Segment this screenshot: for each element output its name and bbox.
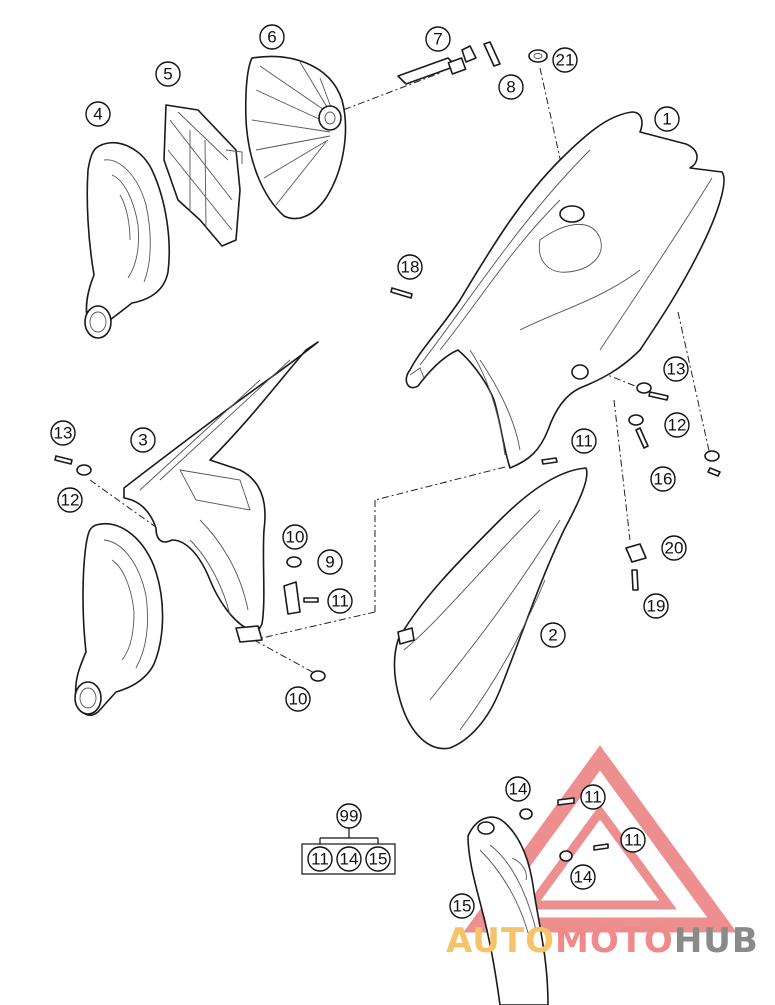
callout-12-right: 12 bbox=[664, 412, 690, 438]
callout-label: 21 bbox=[556, 51, 575, 70]
callout-label: 19 bbox=[647, 597, 666, 616]
callout-label: 2 bbox=[548, 626, 557, 645]
callout-label: 4 bbox=[93, 105, 102, 124]
callout-11-guard-lower: 11 bbox=[620, 827, 646, 853]
callout-20: 20 bbox=[661, 535, 687, 561]
callout-label: 15 bbox=[453, 897, 472, 916]
callout-14-upper: 14 bbox=[505, 776, 531, 802]
callout-label: 14 bbox=[574, 868, 593, 887]
callout-label: 10 bbox=[289, 690, 308, 709]
callout-11-airbox: 11 bbox=[327, 588, 353, 614]
callout-10-upper: 10 bbox=[282, 524, 308, 550]
side-panel bbox=[393, 467, 588, 750]
callout-8: 8 bbox=[498, 74, 524, 100]
callout-label: 15 bbox=[369, 850, 388, 869]
filter-cover bbox=[244, 55, 347, 220]
callout-label: 10 bbox=[286, 528, 305, 547]
callout-label: 13 bbox=[54, 424, 73, 443]
callout-label: 11 bbox=[624, 831, 642, 850]
callout-label: 8 bbox=[506, 78, 515, 97]
kit-item-1: 11 bbox=[307, 846, 333, 872]
callout-18: 18 bbox=[397, 254, 423, 280]
airbox bbox=[123, 341, 319, 643]
callout-13-right: 13 bbox=[663, 356, 689, 382]
callout-label: 18 bbox=[401, 258, 420, 277]
callout-label: 11 bbox=[584, 788, 602, 807]
callout-15: 15 bbox=[449, 893, 475, 919]
callout-7: 7 bbox=[425, 26, 451, 52]
callout-label: 11 bbox=[331, 592, 349, 611]
fuel-tank bbox=[405, 111, 725, 469]
callout-5: 5 bbox=[155, 61, 181, 87]
callout-label: 20 bbox=[665, 539, 684, 558]
callout-21: 21 bbox=[552, 47, 578, 73]
callout-label: 6 bbox=[267, 28, 276, 47]
callout-13-left: 13 bbox=[50, 420, 76, 446]
callout-label: 12 bbox=[668, 416, 687, 435]
side-guard bbox=[467, 816, 549, 1005]
callout-label: 11 bbox=[575, 432, 593, 451]
watermark-auto: AUTO bbox=[446, 921, 555, 961]
callout-label: 12 bbox=[61, 491, 80, 510]
air-filter-top bbox=[84, 142, 171, 339]
callout-12-left: 12 bbox=[57, 487, 83, 513]
callout-label: 5 bbox=[163, 65, 172, 84]
callout-1: 1 bbox=[654, 106, 680, 132]
callout-4: 4 bbox=[85, 101, 111, 127]
callout-6: 6 bbox=[259, 24, 285, 50]
watermark-moto: MOTO bbox=[555, 921, 674, 961]
filter-cage bbox=[163, 104, 243, 247]
callout-2: 2 bbox=[540, 622, 566, 648]
callout-14-lower: 14 bbox=[570, 864, 596, 890]
kit-item-2: 14 bbox=[336, 846, 362, 872]
callout-label: 14 bbox=[340, 850, 359, 869]
tank-grommet bbox=[528, 49, 548, 63]
callout-label: 13 bbox=[667, 360, 686, 379]
callout-9: 9 bbox=[317, 549, 343, 575]
kit-99-group: 99 11 14 15 bbox=[301, 803, 396, 875]
callout-label: 3 bbox=[138, 431, 147, 450]
callout-label: 1 bbox=[662, 110, 671, 129]
air-filter-lower bbox=[74, 522, 164, 716]
callout-label: 99 bbox=[340, 807, 359, 826]
callout-label: 9 bbox=[325, 553, 334, 572]
watermark-hub: HUB bbox=[674, 921, 759, 961]
callout-label: 16 bbox=[654, 470, 673, 489]
callout-label: 14 bbox=[509, 780, 528, 799]
callout-16: 16 bbox=[650, 466, 676, 492]
hardware-parts bbox=[54, 287, 721, 862]
callout-label: 11 bbox=[311, 850, 329, 869]
callout-99: 99 bbox=[336, 803, 362, 829]
callout-3: 3 bbox=[130, 427, 156, 453]
callout-label: 7 bbox=[433, 30, 442, 49]
kit-item-3: 15 bbox=[365, 846, 391, 872]
watermark-text: AUTOMOTOHUB bbox=[446, 921, 759, 961]
callout-19: 19 bbox=[643, 593, 669, 619]
callout-11-guard-upper: 11 bbox=[580, 784, 606, 810]
clip-screw bbox=[397, 41, 501, 85]
callout-11-tank: 11 bbox=[571, 428, 597, 454]
callout-10-lower: 10 bbox=[285, 686, 311, 712]
